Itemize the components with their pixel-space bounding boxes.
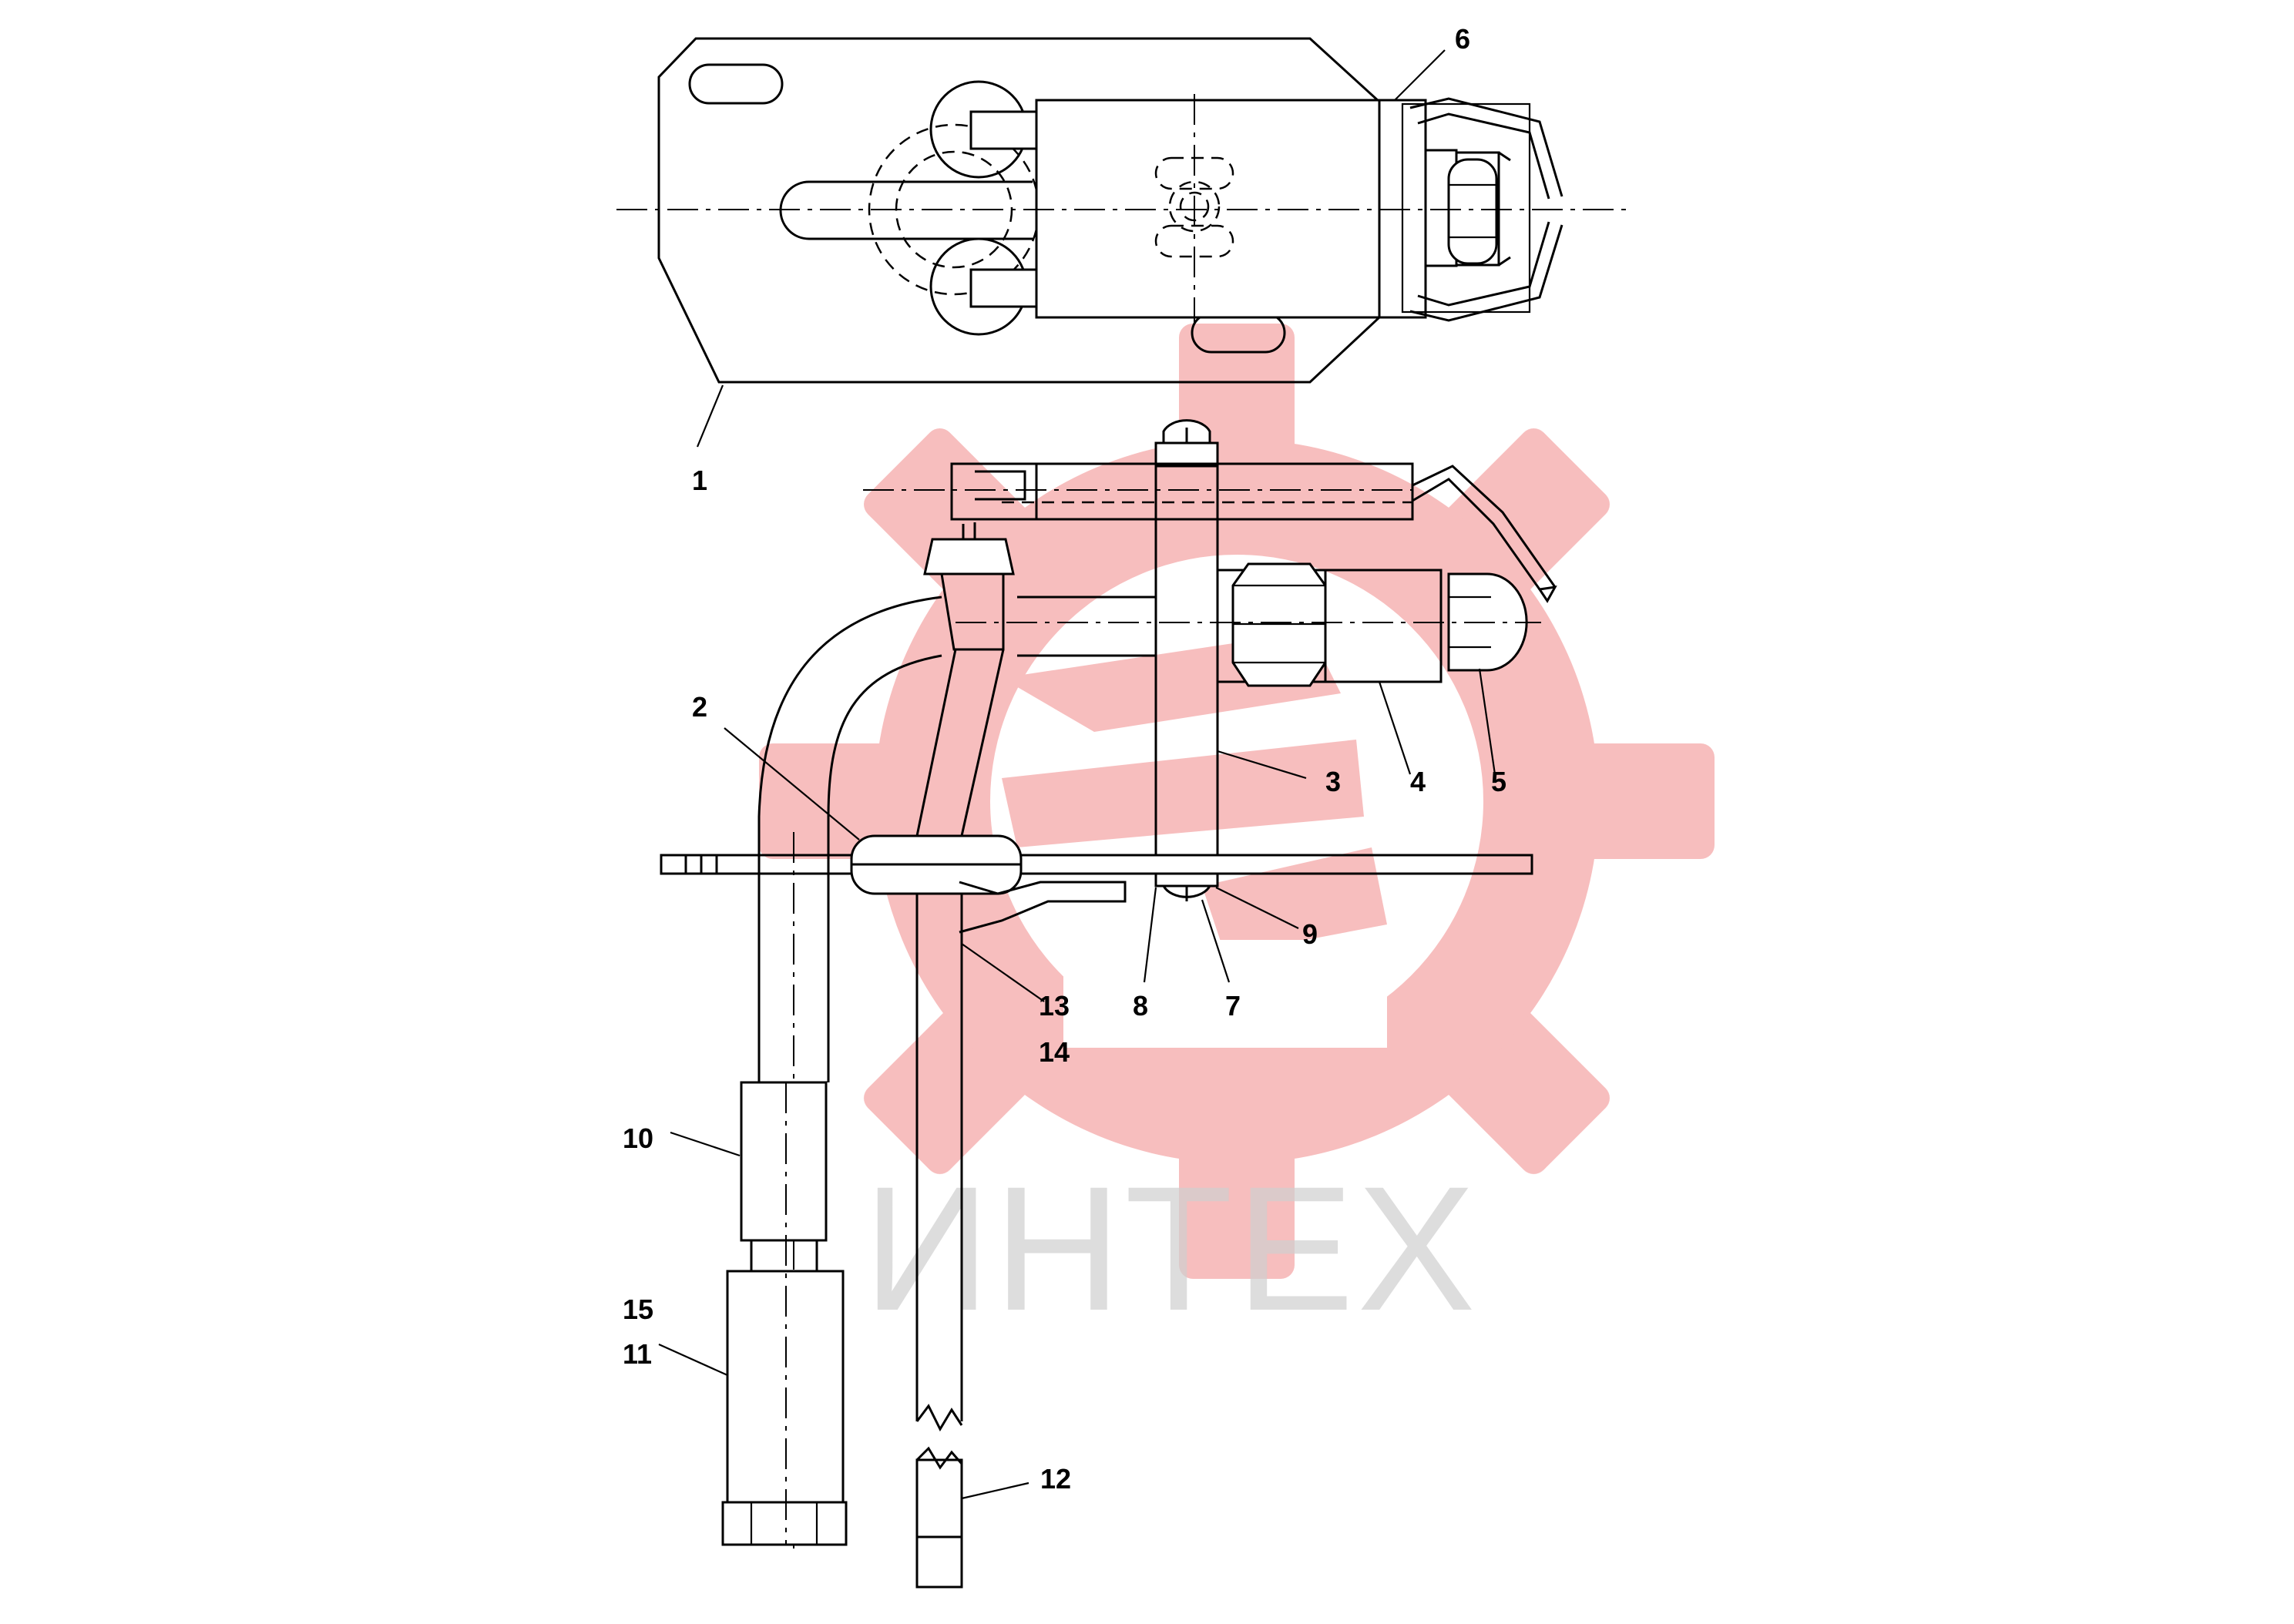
watermark-text: ИНТЕХ [863,1149,1479,1347]
callout-10: 10 [623,1122,653,1154]
callout-3: 3 [1325,766,1341,797]
callout-5: 5 [1491,766,1506,797]
callout-8: 8 [1133,990,1148,1022]
leader-lines [658,49,1496,1500]
callout-labels: 6 1 2 3 4 5 9 8 7 13 14 10 15 11 12 [623,23,1506,1495]
callout-13: 13 [1039,990,1070,1022]
callout-2: 2 [692,691,707,723]
top-view [616,37,1626,384]
callout-9: 9 [1302,918,1318,950]
mounting-slot [688,63,784,105]
callout-12: 12 [1040,1463,1071,1495]
watermark-gear [759,324,1715,1279]
callout-14: 14 [1039,1036,1070,1068]
callout-4: 4 [1410,766,1426,797]
callout-6: 6 [1455,23,1470,55]
side-view [660,419,1557,1589]
callout-7: 7 [1225,990,1241,1022]
callout-11: 11 [623,1338,652,1370]
callout-1: 1 [692,465,707,496]
bracket-plate [657,37,1381,384]
callout-15: 15 [623,1293,653,1325]
